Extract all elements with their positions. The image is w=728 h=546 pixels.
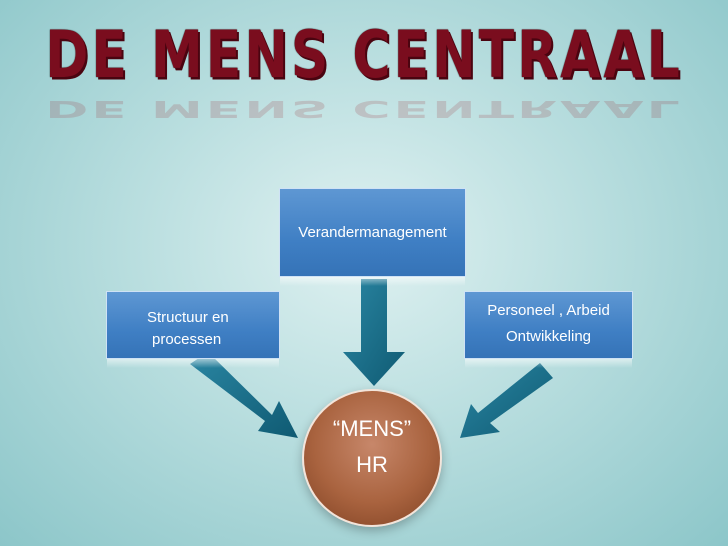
node-right-label-1: Personeel , Arbeid: [487, 302, 610, 319]
center-label-1: “MENS”: [332, 416, 412, 441]
slide-title: DE MENS CENTRAAL: [45, 18, 683, 93]
center-node-mens-hr: “MENS” HR: [302, 389, 442, 527]
arrow-right-to-center: [460, 363, 553, 438]
node-personeel-arbeid: Personeel , Arbeid Ontwikkeling: [464, 291, 633, 368]
node-verandermanagement: Verandermanagement: [279, 188, 466, 286]
node-left-label-1: Structuur en: [147, 309, 229, 326]
node-top-label: Verandermanagement: [298, 224, 447, 241]
center-label-2: HR: [356, 452, 388, 477]
slide-title-wrap: DE MENS CENTRAAL: [0, 18, 728, 93]
node-right-label-2: Ontwikkeling: [505, 328, 592, 345]
arrow-left-to-center: [190, 352, 298, 438]
node-structuur-processen: Structuur en processen: [106, 291, 280, 368]
arrow-top-to-center: [343, 279, 405, 386]
node-left-label-2: processen: [152, 331, 222, 348]
